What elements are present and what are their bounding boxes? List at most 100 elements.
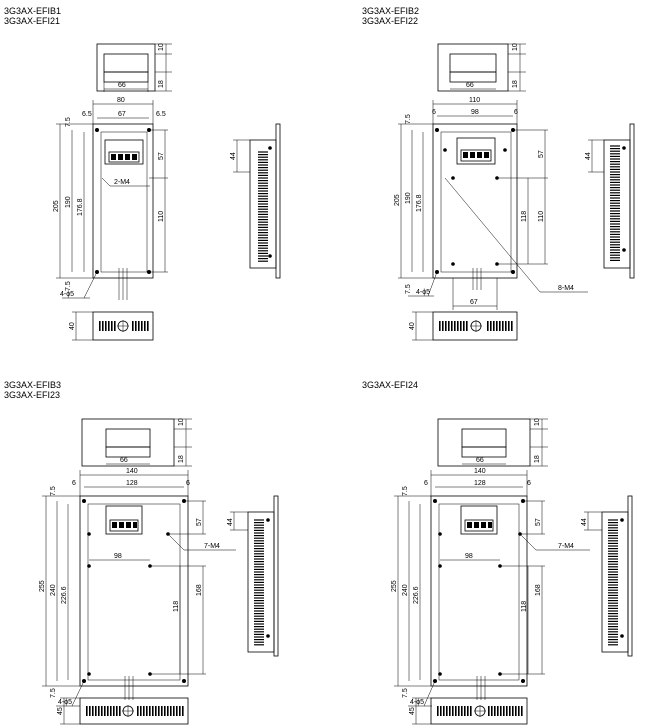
vent-slot xyxy=(505,321,507,331)
dim-label: 67 xyxy=(118,111,126,118)
dim-label: 44 xyxy=(581,518,588,526)
vent-slot xyxy=(170,706,172,716)
dim-label: 98 xyxy=(465,553,473,560)
dim-label: 140 xyxy=(474,468,486,475)
dim-label: 7.5 xyxy=(65,281,72,291)
dim-label: 6 xyxy=(72,480,76,487)
vent-slot xyxy=(503,706,505,716)
vent-slot xyxy=(464,706,466,716)
vent-slot xyxy=(493,321,495,331)
dim-label: 118 xyxy=(173,601,180,612)
dim-label: 240 xyxy=(402,584,409,596)
dim-label: 255 xyxy=(39,580,46,592)
vent-slot xyxy=(461,706,463,716)
model-title: 3G3AX-EFIB2 xyxy=(362,6,420,16)
dim-label: 10 xyxy=(158,43,165,51)
title-block-3: 3G3AX-EFIB3 3G3AX-EFI23 xyxy=(4,380,61,400)
vent-slot xyxy=(161,706,163,716)
dim-label: 6 xyxy=(424,480,428,487)
top-view: 10 18 66 xyxy=(96,43,172,92)
vent-slot xyxy=(446,706,448,716)
dim-label: 168 xyxy=(196,584,203,596)
vent-slot xyxy=(176,706,178,716)
vent-slot xyxy=(491,706,493,716)
vent-slot xyxy=(445,321,447,331)
vent-slot xyxy=(451,321,453,331)
dim-label: 67 xyxy=(470,299,478,306)
dim-label: 226.6 xyxy=(61,586,68,604)
vent-slot xyxy=(508,321,510,331)
vent-slot xyxy=(135,321,137,331)
dim-label: 57 xyxy=(196,518,203,526)
vent-slot xyxy=(515,706,517,716)
dim-label: 57 xyxy=(538,150,545,158)
model-title: 3G3AX-EFI24 xyxy=(362,380,419,390)
drawing-q3: 10 18 66 xyxy=(39,418,279,725)
vent-slot xyxy=(99,321,101,331)
dim-label: 44 xyxy=(230,152,237,160)
vent-slot xyxy=(494,706,496,716)
dim-label: 110 xyxy=(469,97,480,104)
vent-slot xyxy=(105,321,107,331)
callout-label: 4-ϕ5 xyxy=(60,291,74,298)
dim-label: 7.5 xyxy=(405,114,412,124)
vent-slot xyxy=(140,706,142,716)
dim-label: 18 xyxy=(534,455,541,463)
front-view: 140 128 6 6 255 240 226.6 7.5 7.5 57 168… xyxy=(391,468,590,707)
dim-label: 140 xyxy=(126,468,138,475)
vent-slot xyxy=(107,706,109,716)
dim-label: 7.5 xyxy=(405,284,412,294)
vent-slot xyxy=(439,321,441,331)
vent-slot xyxy=(132,321,134,331)
vent-slot xyxy=(458,706,460,716)
vent-slot xyxy=(454,321,456,331)
side-view: 44 xyxy=(227,495,279,657)
vent-slot xyxy=(110,706,112,716)
dim-label: 66 xyxy=(476,457,484,464)
bottom-view: 45 xyxy=(57,697,189,725)
dim-label: 6 xyxy=(186,480,190,487)
vent-slot xyxy=(463,321,465,331)
vent-slot xyxy=(111,321,113,331)
dim-label: 6 xyxy=(432,109,436,116)
callout-label: 4-ϕ5 xyxy=(410,699,424,706)
dim-label: 255 xyxy=(391,580,398,592)
dim-label: 118 xyxy=(521,211,528,222)
dim-label: 45 xyxy=(57,707,64,715)
vent-slot xyxy=(500,706,502,716)
dim-label: 176.8 xyxy=(77,198,84,216)
dim-label: 110 xyxy=(538,211,545,222)
vent-slot xyxy=(502,321,504,331)
dim-label: 226.6 xyxy=(413,586,420,604)
drawing-q1: 10 18 66 80 xyxy=(53,43,281,341)
dim-label: 7.5 xyxy=(65,117,72,127)
vent-slot xyxy=(143,706,145,716)
vent-slot xyxy=(137,706,139,716)
vent-slot xyxy=(95,706,97,716)
dim-label: 57 xyxy=(535,518,542,526)
dim-label: 66 xyxy=(118,82,126,89)
vent-slot xyxy=(509,706,511,716)
vent-slot xyxy=(442,321,444,331)
dim-label: 40 xyxy=(409,322,416,330)
dim-label: 10 xyxy=(534,418,541,426)
vent-slot xyxy=(496,321,498,331)
side-view: 44 xyxy=(585,123,635,279)
vent-slots xyxy=(258,151,268,262)
vent-slot xyxy=(521,706,523,716)
callout-label: 2-M4 xyxy=(114,179,130,186)
vent-slot xyxy=(89,706,91,716)
vent-slot xyxy=(179,706,181,716)
vent-slot xyxy=(457,321,459,331)
vent-slot xyxy=(452,706,454,716)
vent-slot xyxy=(158,706,160,716)
vent-slot xyxy=(119,706,121,716)
dim-label: 205 xyxy=(53,200,60,212)
dim-label: 168 xyxy=(535,584,542,596)
title-block-2: 3G3AX-EFIB2 3G3AX-EFI22 xyxy=(362,6,419,26)
vent-slot xyxy=(497,706,499,716)
vent-slot xyxy=(518,706,520,716)
dim-label: 57 xyxy=(158,152,165,160)
vent-slot xyxy=(146,706,148,716)
